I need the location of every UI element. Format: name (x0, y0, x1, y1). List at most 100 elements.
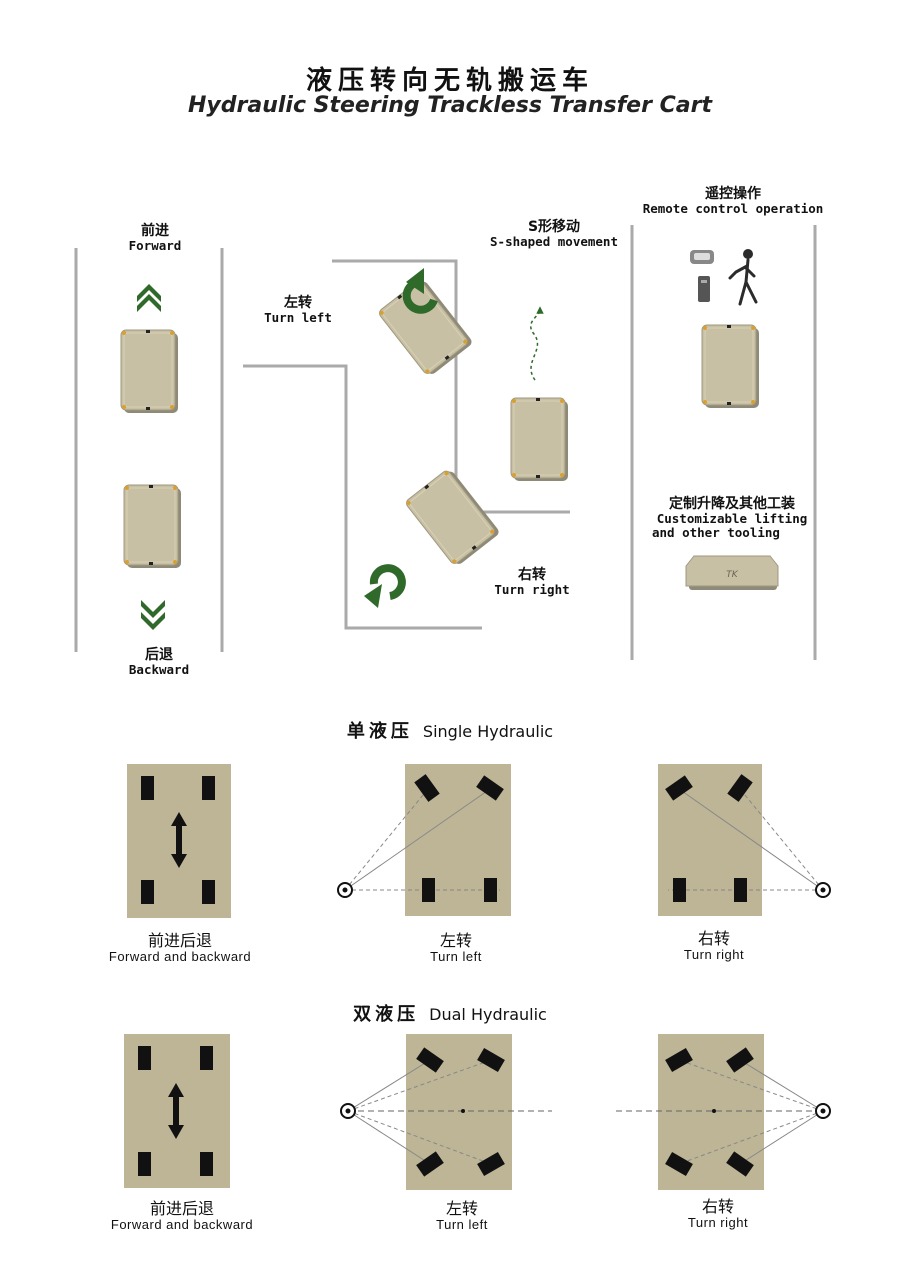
cart-backward (123, 484, 182, 569)
single-hydraulic-heading: 单液压 Single Hydraulic (0, 717, 900, 743)
dual-turn-left-plate (340, 1034, 552, 1190)
wheel (726, 1151, 754, 1177)
wheel (416, 1151, 444, 1177)
single-caption-forward-backward: 前进后退 Forward and backward (92, 931, 268, 965)
wheel (665, 775, 693, 801)
label-remote: 遥控操作 Remote control operation (630, 186, 836, 217)
pivot-point-icon (337, 882, 353, 898)
dual-caption-turn-right: 右转 Turn right (668, 1197, 768, 1231)
wheel (200, 1152, 213, 1176)
label-backward-en: Backward (128, 662, 190, 678)
single-caption-turn-right: 右转 Turn right (664, 929, 764, 963)
label-s-shaped-en: S-shaped movement (490, 234, 618, 250)
wheel (665, 1151, 693, 1177)
dual-forward-backward-plate (124, 1034, 230, 1188)
dual-turn-right-plate (616, 1034, 831, 1190)
label-turn-left-en: Turn left (264, 310, 332, 326)
cart-forward (120, 329, 179, 414)
wheel (477, 1151, 505, 1177)
wheel (665, 1047, 693, 1073)
wheel (477, 1047, 505, 1073)
caption-en: Turn left (430, 949, 482, 965)
label-turn-left-cn: 左转 (284, 295, 312, 311)
caption-en: Forward and backward (110, 1217, 254, 1233)
wheel (422, 878, 435, 902)
page-title-cn: 液压转向无轨搬运车 (305, 66, 594, 96)
single-turn-left-plate (337, 764, 511, 916)
label-remote-cn: 遥控操作 (705, 186, 761, 202)
wheel (202, 776, 215, 800)
caption-en: Turn left (436, 1217, 488, 1233)
label-s-shaped-cn: S形移动 (527, 219, 581, 235)
single-turn-right-plate (658, 764, 831, 916)
cart-remote (701, 324, 760, 409)
wheel (141, 776, 154, 800)
wheel (138, 1152, 151, 1176)
forward-arrow-icon (137, 284, 161, 312)
label-custom-en-line2: and other tooling (652, 525, 780, 541)
wheel (727, 774, 753, 802)
dual-hydraulic-heading: 双液压 Dual Hydraulic (0, 1000, 900, 1026)
rotate-left-arrow-icon (402, 268, 438, 314)
dual-heading-en: Dual Hydraulic (429, 1005, 547, 1024)
dual-heading-cn: 双液压 (353, 1004, 420, 1025)
label-turn-right-cn: 右转 (518, 567, 546, 583)
custom-tooling-cart: TK (685, 555, 779, 590)
single-heading-en: Single Hydraulic (422, 722, 554, 741)
turn-path-line (243, 364, 482, 630)
caption-en: Turn right (687, 1215, 749, 1231)
label-forward-en: Forward (128, 238, 182, 254)
pivot-point-icon (815, 1103, 831, 1119)
wheel (416, 1047, 444, 1073)
forward-backward-arrow-icon (168, 1083, 184, 1139)
wheel (734, 878, 747, 902)
wheel (200, 1046, 213, 1070)
label-forward: 前进 Forward (100, 223, 210, 254)
caption-cn: 前进后退 (147, 931, 212, 950)
label-custom: 定制升降及其他工装 Customizable lifting and other… (642, 496, 822, 541)
label-turn-left: 左转 Turn left (250, 295, 346, 326)
wheel (726, 1047, 754, 1073)
remote-controller-icon (690, 250, 714, 302)
label-s-shaped: S形移动 S-shaped movement (478, 219, 630, 250)
forward-backward-arrow-icon (171, 812, 187, 868)
wheel (673, 878, 686, 902)
label-turn-right: 右转 Turn right (486, 567, 578, 598)
label-turn-right-en: Turn right (494, 582, 570, 598)
wheel (484, 878, 497, 902)
wheel (141, 880, 154, 904)
label-forward-cn: 前进 (141, 223, 169, 239)
cart-turn-left (377, 276, 475, 379)
wheel (414, 774, 440, 802)
backward-arrow-icon (141, 600, 165, 630)
label-backward: 后退 Backward (100, 647, 218, 678)
single-heading-cn: 单液压 (346, 721, 413, 742)
pivot-point-icon (815, 882, 831, 898)
movement-diagram: TK (74, 225, 817, 660)
cart-s-shaped (510, 397, 569, 482)
single-forward-backward-plate (127, 764, 231, 918)
caption-cn: 右转 (701, 1197, 734, 1216)
operator-icon (728, 249, 758, 306)
wheel (138, 1046, 151, 1070)
single-caption-turn-left: 左转 Turn left (406, 931, 506, 965)
s-path-line (529, 306, 544, 381)
caption-en: Forward and backward (108, 949, 252, 965)
turn-path-line (332, 259, 570, 514)
caption-cn: 左转 (439, 931, 472, 950)
pivot-point-icon (340, 1103, 356, 1119)
wheel (476, 775, 504, 801)
label-backward-cn: 后退 (145, 647, 173, 663)
label-custom-cn: 定制升降及其他工装 (669, 496, 795, 512)
label-custom-en-line1: Customizable lifting (656, 511, 808, 527)
cart-turn-right (404, 466, 502, 569)
rotate-right-arrow-icon (364, 564, 406, 608)
caption-en: Turn right (683, 947, 745, 963)
label-remote-en: Remote control operation (642, 201, 824, 217)
dual-caption-turn-left: 左转 Turn left (412, 1199, 512, 1233)
wheel (202, 880, 215, 904)
caption-cn: 左转 (445, 1199, 478, 1218)
caption-cn: 右转 (697, 929, 730, 948)
dual-caption-forward-backward: 前进后退 Forward and backward (94, 1199, 270, 1233)
page-title-en: Hydraulic Steering Trackless Transfer Ca… (188, 93, 712, 118)
